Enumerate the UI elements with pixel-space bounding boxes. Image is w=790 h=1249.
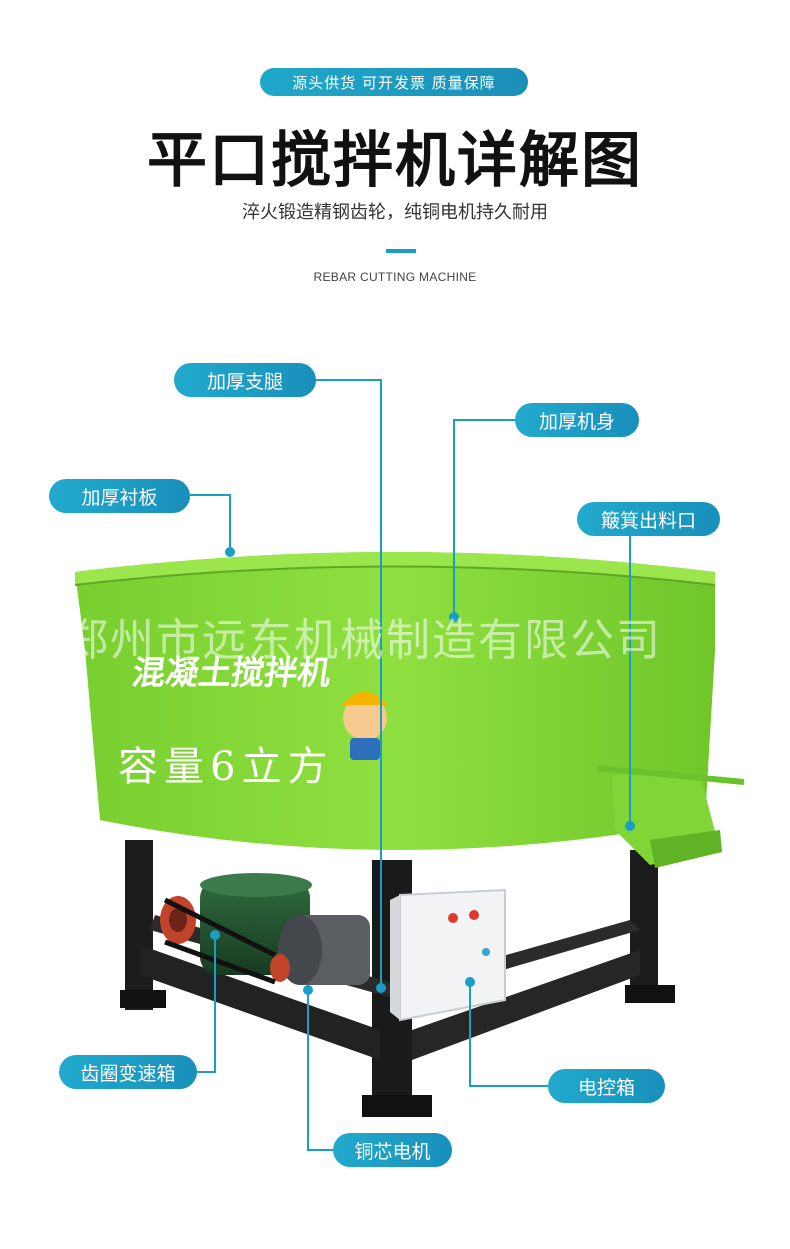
- tank-text-capacity: 容量6立方: [118, 744, 334, 790]
- label-control-box: 电控箱: [548, 1069, 665, 1103]
- page-subtitle: 淬火锻造精钢齿轮，纯铜电机持久耐用: [242, 202, 548, 223]
- label-gearbox: 齿圈变速箱: [59, 1055, 197, 1089]
- label-outlet: 簸箕出料口: [577, 502, 720, 536]
- control-box: [390, 888, 506, 1022]
- mixer-tank: [74, 552, 716, 850]
- callout-lines: [190, 379, 631, 1151]
- label-legs: 加厚支腿: [174, 363, 316, 397]
- page-title: 平口搅拌机详解图: [147, 126, 643, 196]
- label-body: 加厚机身: [515, 403, 639, 437]
- header-badge: 源头供货 可开发票 质量保障: [260, 68, 528, 96]
- mascot-icon: [342, 691, 388, 760]
- label-motor: 铜芯电机: [333, 1133, 452, 1167]
- discharge-outlet: [596, 765, 745, 868]
- english-caption: REBAR CUTTING MACHINE: [313, 270, 477, 284]
- callout-dots: [210, 547, 635, 995]
- label-liner: 加厚衬板: [49, 479, 190, 513]
- accent-divider: [386, 249, 416, 253]
- company-watermark: 郑州市远东机械制造有限公司: [64, 615, 662, 666]
- gearbox-assembly: [160, 873, 370, 985]
